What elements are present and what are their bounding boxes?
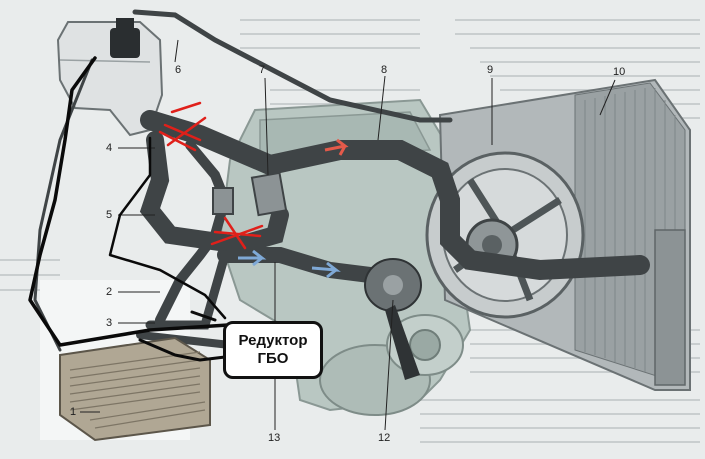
water-pump <box>364 258 422 380</box>
callout-12: 12 <box>378 432 391 444</box>
callout-4: 4 <box>106 142 113 154</box>
expansion-tank <box>56 18 164 137</box>
red-cross-markers <box>158 101 264 250</box>
annotation-line-1: Редуктор <box>238 332 308 349</box>
callout-10: 10 <box>613 66 626 78</box>
thermostat <box>212 171 288 217</box>
marker-ink-lines <box>28 56 230 362</box>
callout-9: 9 <box>487 64 494 76</box>
background-page-text <box>0 19 700 443</box>
callout-6: 6 <box>175 64 182 76</box>
callout-13: 13 <box>268 432 281 444</box>
annotation-line-2: ГБО <box>257 350 289 367</box>
callout-2: 2 <box>106 286 113 298</box>
flow-arrows <box>238 138 349 279</box>
callout-8: 8 <box>381 64 388 76</box>
callout-7: 7 <box>259 64 266 76</box>
gas-reducer-annotation-box: Редуктор ГБО <box>223 321 323 379</box>
heater-core <box>59 336 211 442</box>
callout-3: 3 <box>106 317 113 329</box>
callout-5: 5 <box>106 209 113 221</box>
callout-1: 1 <box>70 406 77 418</box>
